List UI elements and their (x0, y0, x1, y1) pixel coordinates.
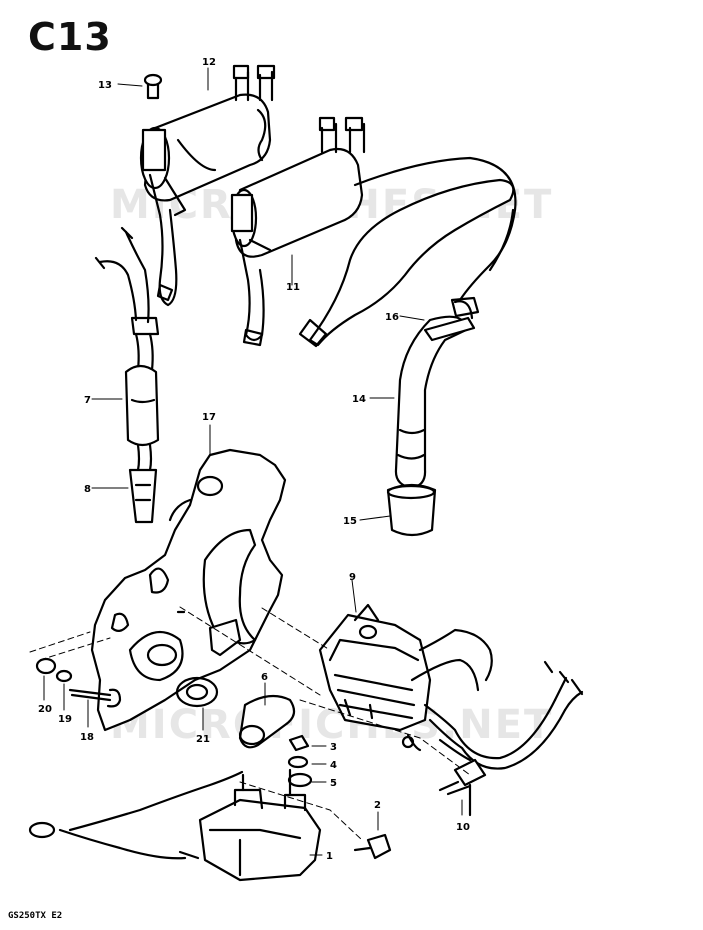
label-18: 18 (80, 732, 94, 743)
ignition-coil-12 (139, 64, 276, 307)
ignition-coil-11 (230, 116, 366, 347)
label-10: 10 (456, 822, 470, 833)
label-20: 20 (38, 704, 52, 715)
label-15: 15 (343, 516, 357, 527)
screw-13 (143, 73, 163, 100)
label-4: 4 (330, 760, 337, 771)
starter-relay-1 (28, 768, 322, 882)
label-12: 12 (202, 57, 216, 68)
label-11: 11 (286, 282, 300, 293)
regulator-rectifier-9 (318, 603, 432, 732)
label-8: 8 (84, 484, 91, 495)
label-16: 16 (385, 312, 399, 323)
label-7: 7 (84, 395, 91, 406)
label-2: 2 (374, 800, 381, 811)
leader-lines (43, 67, 463, 856)
plug-cap-14 (386, 296, 480, 537)
bolt-10 (438, 758, 487, 817)
grommet-and-washers (35, 618, 242, 708)
label-6: 6 (261, 672, 268, 683)
regulator-wiring (401, 628, 584, 770)
label-5: 5 (330, 778, 337, 789)
label-14: 14 (352, 394, 366, 405)
high-tension-leads (298, 156, 517, 348)
assembly-lines (29, 606, 471, 841)
diagram-code: C13 (28, 15, 112, 59)
label-1: 1 (326, 851, 333, 862)
label-9: 9 (349, 572, 356, 583)
bracket-plate-17 (90, 448, 287, 732)
resistor-wire-7-8 (94, 226, 160, 524)
model-code: GS250TX E2 (8, 911, 62, 921)
label-17: 17 (202, 412, 216, 423)
label-19: 19 (58, 714, 72, 725)
label-21: 21 (196, 734, 210, 745)
small-hardware (238, 694, 392, 860)
label-13: 13 (98, 80, 112, 91)
label-3: 3 (330, 742, 337, 753)
